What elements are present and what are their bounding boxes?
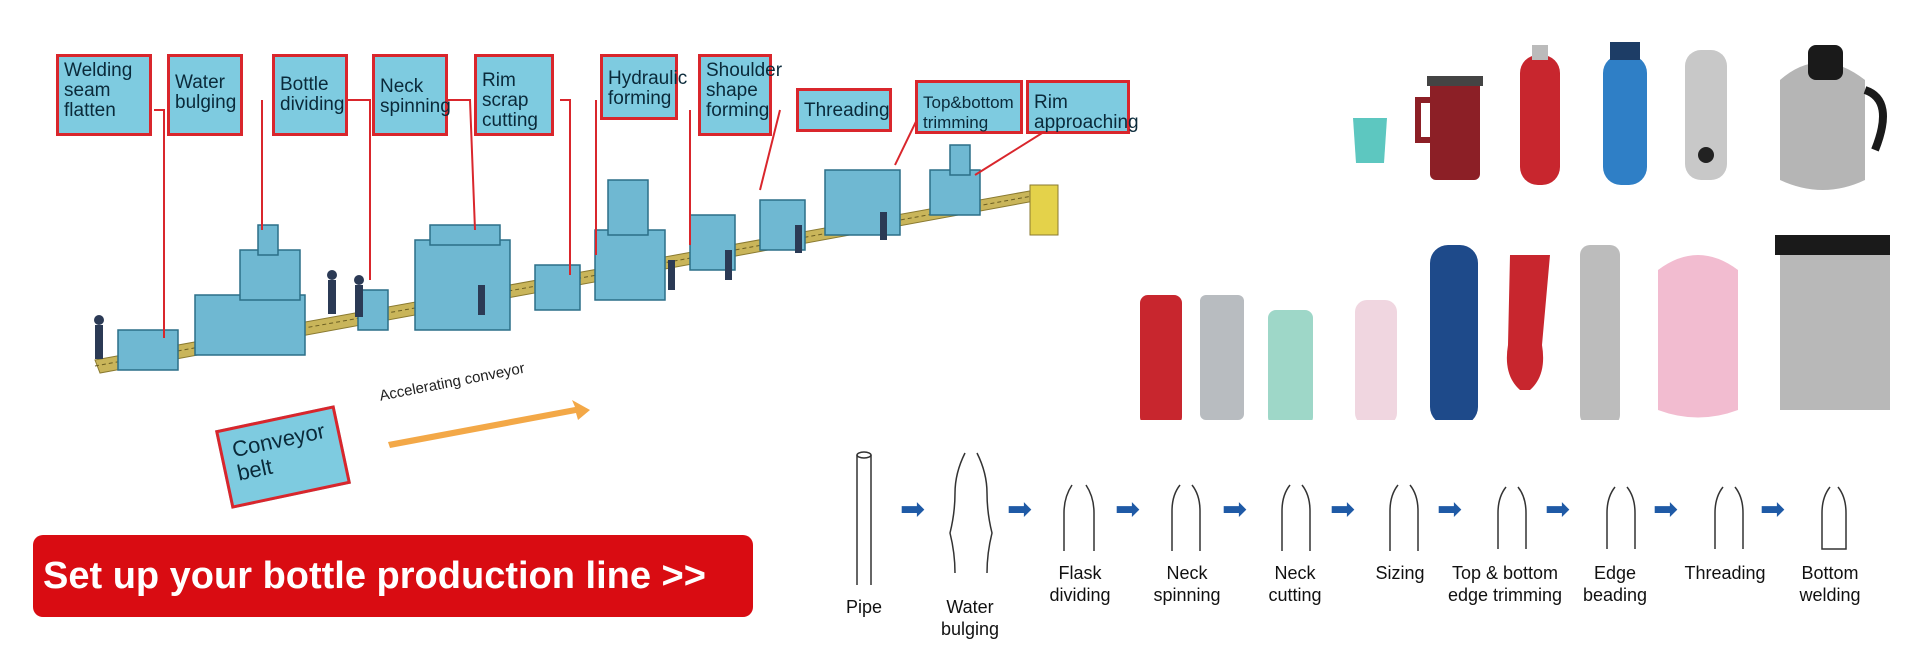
- callout-shoulder-shape-forming: Shoulder shape forming: [698, 54, 782, 136]
- step-label-bottom-welding: Bottom welding: [1799, 563, 1861, 605]
- step-label-water-bulging: Water bulging: [940, 597, 1000, 639]
- step-arrow-icon: ➡: [1437, 493, 1463, 526]
- step-label-threading: Threading: [1684, 563, 1766, 583]
- step-arrow-icon: ➡: [1222, 493, 1248, 526]
- step-label-flask-dividing: Flask dividing: [1049, 563, 1111, 605]
- step-label-pipe: Pipe: [845, 597, 883, 617]
- callout-top-bottom-trimming: Top&bottom trimming: [915, 80, 1023, 134]
- callout-rim-scrap-cutting: Rim scrap cutting: [474, 54, 554, 136]
- step-label-sizing: Sizing: [1375, 563, 1425, 583]
- callout-bottle-dividing: Bottle dividing: [272, 54, 348, 136]
- step-label-top-bottom-edge-trimming: Top & bottom edge trimming: [1447, 563, 1563, 605]
- callout-water-bulging: Water bulging: [167, 54, 243, 136]
- step-label-edge-beading: Edge beading: [1582, 563, 1648, 605]
- step-arrow-icon: ➡: [900, 493, 926, 526]
- step-arrow-icon: ➡: [1545, 493, 1571, 526]
- callout-neck-spinning: Neck spinning: [372, 54, 451, 136]
- callout-hydraulic-forming: Hydraulic forming: [600, 54, 687, 120]
- setup-production-line-button[interactable]: Set up your bottle production line >>: [33, 535, 753, 617]
- step-arrow-icon: ➡: [1007, 493, 1033, 526]
- callout-welding-seam-flatten: Welding seam flatten: [56, 54, 152, 136]
- step-arrow-icon: ➡: [1760, 493, 1786, 526]
- callout-rim-approaching: Rim approaching: [1026, 80, 1139, 134]
- step-arrow-icon: ➡: [1653, 493, 1679, 526]
- callout-threading: Threading: [796, 88, 892, 132]
- step-label-neck-cutting: Neck cutting: [1268, 563, 1322, 605]
- bottle-products-image: [1140, 42, 1890, 420]
- step-label-neck-spinning: Neck spinning: [1153, 563, 1221, 605]
- bottle-shape-sequence: [856, 451, 1847, 585]
- step-arrow-icon: ➡: [1330, 493, 1356, 526]
- step-arrow-icon: ➡: [1115, 493, 1141, 526]
- production-line-illustration: [94, 99, 1059, 448]
